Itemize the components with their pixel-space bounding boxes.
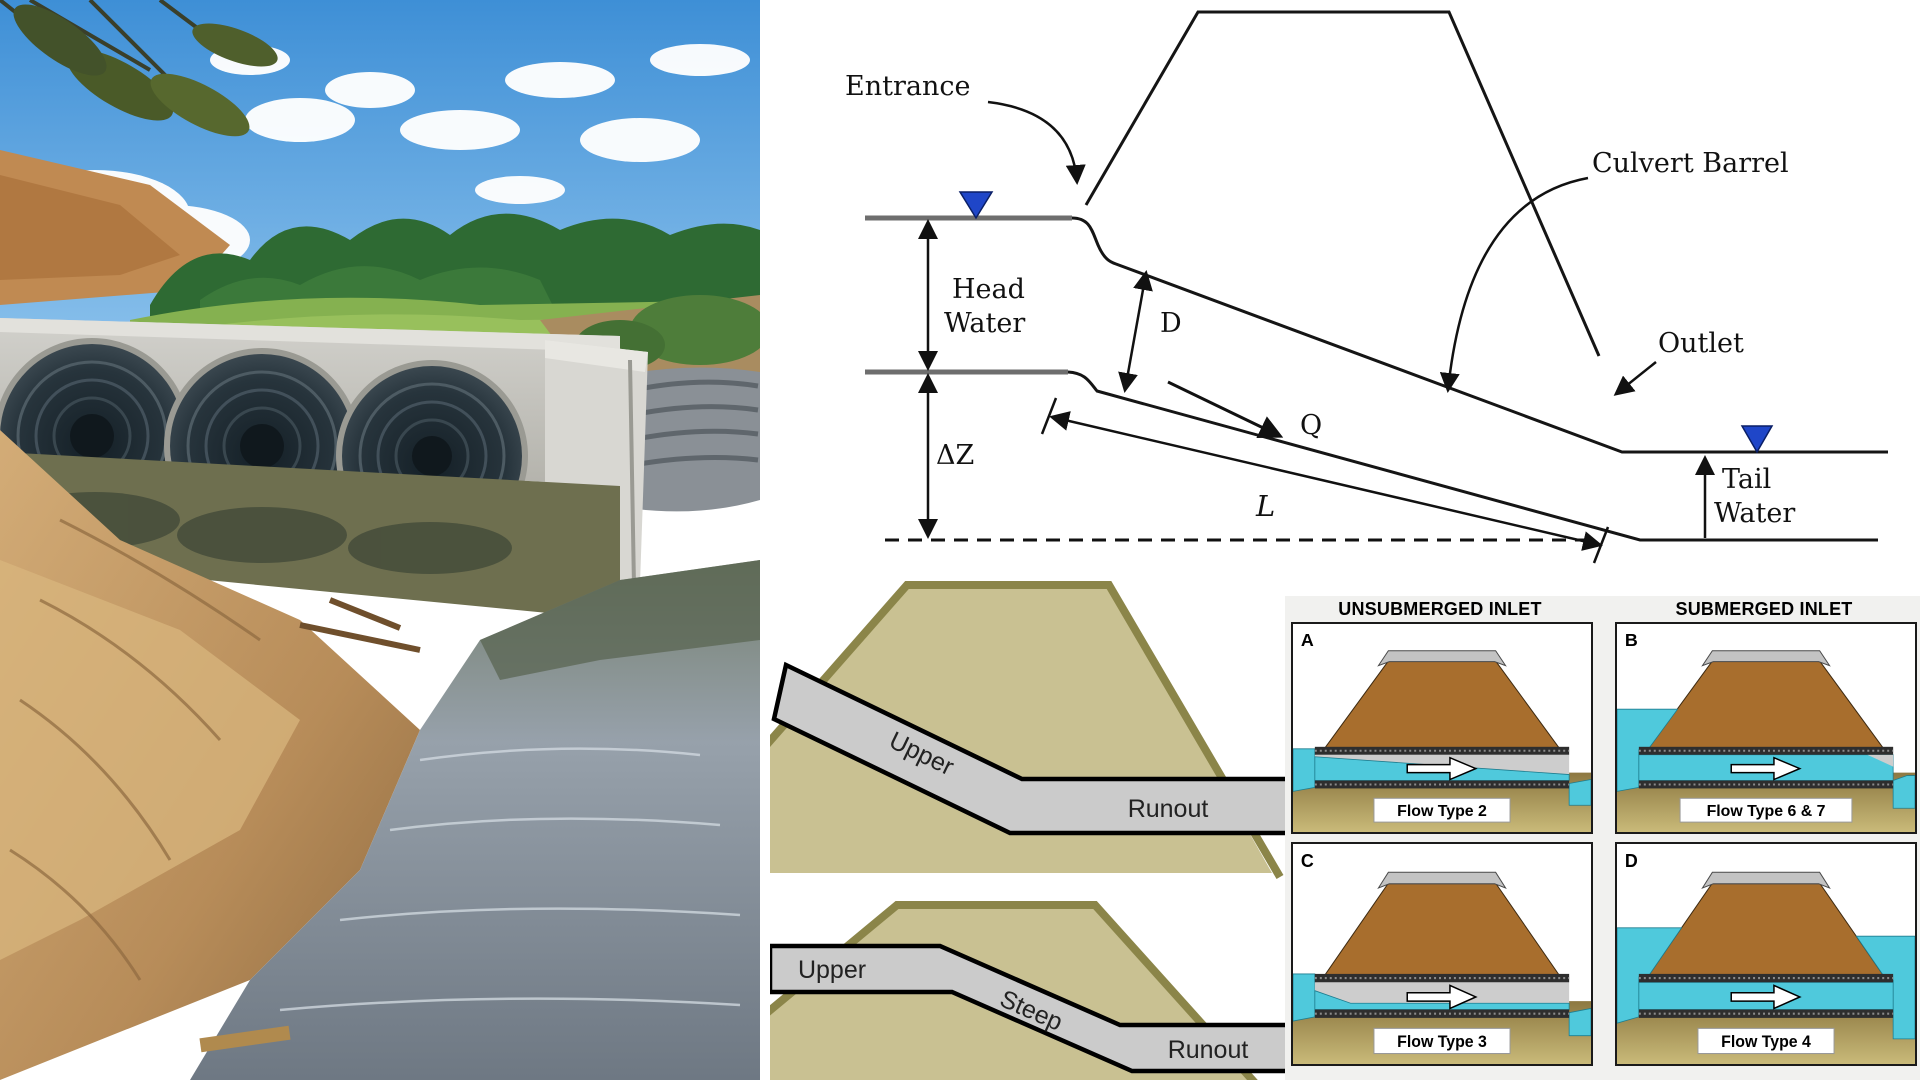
eroded-bank-shadow bbox=[0, 175, 180, 280]
embankment-border-1 bbox=[758, 581, 1284, 880]
headwall-coping bbox=[0, 318, 620, 352]
wingwall-top bbox=[545, 340, 648, 372]
tailwater-pool bbox=[1568, 1008, 1591, 1037]
runout-segment-label-2: Runout bbox=[1168, 1036, 1249, 1064]
flow-panel-C: Flow Type 3 C bbox=[1291, 842, 1593, 1066]
photo-illustration bbox=[0, 0, 760, 1080]
sandy-patch bbox=[0, 560, 300, 960]
embankment bbox=[1645, 881, 1887, 979]
entrance-label: Entrance bbox=[845, 71, 970, 102]
embankment bbox=[1321, 881, 1563, 979]
l-label: L bbox=[1255, 489, 1275, 523]
dirt-streaks bbox=[9, 518, 261, 981]
headwater-pool bbox=[1293, 748, 1316, 792]
flow-panel-svg-A: Flow Type 2 A bbox=[1293, 630, 1591, 832]
slope-profile-upper-runout: Upper Runout bbox=[758, 575, 1303, 880]
l-tick-right bbox=[1592, 526, 1610, 564]
l-tick-left bbox=[1040, 397, 1058, 435]
headwater-pool bbox=[1293, 973, 1316, 1022]
barrel-wall bbox=[1314, 1009, 1570, 1018]
l-dimension-arrow bbox=[1049, 411, 1603, 551]
tailwater-level-marker bbox=[1740, 425, 1774, 454]
tail-water-label-line2: Water bbox=[1714, 498, 1795, 529]
tailwater-pool bbox=[1892, 775, 1915, 809]
water-pool bbox=[190, 560, 760, 1080]
flow-direction-arrow bbox=[1406, 756, 1478, 781]
flow-panel-B: Flow Type 6 & 7 B bbox=[1615, 622, 1917, 834]
roadway-cap bbox=[1701, 871, 1831, 890]
flow-arrow bbox=[1167, 380, 1284, 438]
head-water-label-line1: Head bbox=[952, 274, 1025, 305]
embankment bbox=[1645, 659, 1887, 752]
flow-panel-svg-B: Flow Type 6 & 7 B bbox=[1617, 630, 1915, 832]
tailwater-pool bbox=[1568, 779, 1591, 806]
upper-segment-label-2: Upper bbox=[798, 956, 866, 984]
flow-panel-svg-D: Flow Type 4 D bbox=[1617, 850, 1915, 1064]
flow-panel-svg-C: Flow Type 3 C bbox=[1293, 850, 1591, 1064]
water-dark-reflection bbox=[480, 560, 760, 680]
barrel-water bbox=[1314, 990, 1570, 1010]
runout-segment-label-1: Runout bbox=[1128, 795, 1209, 823]
flow-direction-arrow bbox=[1730, 984, 1802, 1010]
barrel-invert-line bbox=[1067, 370, 1878, 542]
tail-water-label-line1: Tail bbox=[1722, 464, 1771, 495]
barrel-wall bbox=[1638, 780, 1894, 789]
tree-branches bbox=[0, 0, 278, 137]
barrel-top-line bbox=[1071, 216, 1888, 454]
head-water-label-line2: Water bbox=[944, 308, 1025, 339]
barrel-wall bbox=[1638, 746, 1894, 755]
flow-type-label: Flow Type 6 & 7 bbox=[1707, 803, 1826, 820]
barrel-wall bbox=[1638, 973, 1894, 983]
flow-panel-D: Flow Type 4 D bbox=[1615, 842, 1917, 1066]
submerged-inlet-header: SUBMERGED INLET bbox=[1675, 599, 1853, 619]
barrel-air-gap bbox=[1867, 754, 1894, 767]
d-dimension-arrow bbox=[1118, 270, 1153, 393]
outlet-label: Outlet bbox=[1658, 328, 1744, 359]
flow-type-label-box bbox=[1679, 797, 1853, 823]
flow-type-figure: UNSUBMERGED INLET SUBMERGED INLET Flow T… bbox=[1285, 596, 1920, 1080]
flow-type-label-box bbox=[1697, 1027, 1835, 1055]
slope-profile-1-svg: Upper Runout bbox=[758, 581, 1303, 880]
outlet-pointer-arrow bbox=[1613, 361, 1657, 396]
roadway-cap bbox=[1701, 650, 1831, 667]
flow-direction-arrow bbox=[1730, 756, 1802, 781]
q-label: Q bbox=[1300, 410, 1322, 441]
delta-z-label: ΔZ bbox=[936, 440, 974, 471]
flow-type-label-box bbox=[1373, 1027, 1511, 1055]
panel-letter: C bbox=[1301, 850, 1314, 872]
slope-profile-2-svg: Upper Steep Runout bbox=[759, 901, 1303, 1085]
roadway-cap bbox=[1377, 871, 1507, 890]
slope-profile-upper-steep-runout: Upper Steep Runout bbox=[759, 878, 1303, 1085]
panel-letter: D bbox=[1625, 850, 1638, 872]
culvert-construction-photo bbox=[0, 0, 760, 1080]
embankment bbox=[1321, 659, 1563, 752]
flow-type-label-box bbox=[1373, 797, 1511, 823]
barrel-wall bbox=[1638, 1009, 1894, 1018]
driftwood bbox=[299, 597, 421, 653]
culvert-barrel-label: Culvert Barrel bbox=[1592, 148, 1789, 179]
culvert-schematic-svg: Entrance Culvert Barrel Head Water D Q Δ… bbox=[845, 10, 1888, 564]
entrance-pointer-arrow bbox=[987, 100, 1086, 185]
barrel-wall bbox=[1314, 973, 1570, 983]
panel-letter: A bbox=[1301, 630, 1314, 650]
flow-direction-arrow bbox=[1406, 984, 1478, 1010]
headwater-level-marker bbox=[958, 191, 994, 220]
flow-type-label: Flow Type 2 bbox=[1397, 803, 1487, 820]
culvert-barrel-pointer-arrow bbox=[1439, 176, 1589, 393]
d-label: D bbox=[1160, 308, 1182, 339]
culvert-schematic: Entrance Culvert Barrel Head Water D Q Δ… bbox=[760, 0, 1920, 580]
roadway-cap bbox=[1377, 650, 1507, 667]
barrel-wall bbox=[1314, 746, 1570, 755]
water-ripples bbox=[279, 747, 741, 1012]
flow-type-label: Flow Type 4 bbox=[1721, 1033, 1811, 1051]
panel-letter: B bbox=[1625, 630, 1638, 650]
unsubmerged-inlet-header: UNSUBMERGED INLET bbox=[1338, 599, 1542, 619]
barrel-wall bbox=[1314, 780, 1570, 789]
plank-debris bbox=[199, 1025, 291, 1053]
flow-type-label: Flow Type 3 bbox=[1397, 1033, 1487, 1051]
embankment-outline bbox=[1084, 10, 1601, 357]
flow-panel-A: Flow Type 2 A bbox=[1291, 622, 1593, 834]
